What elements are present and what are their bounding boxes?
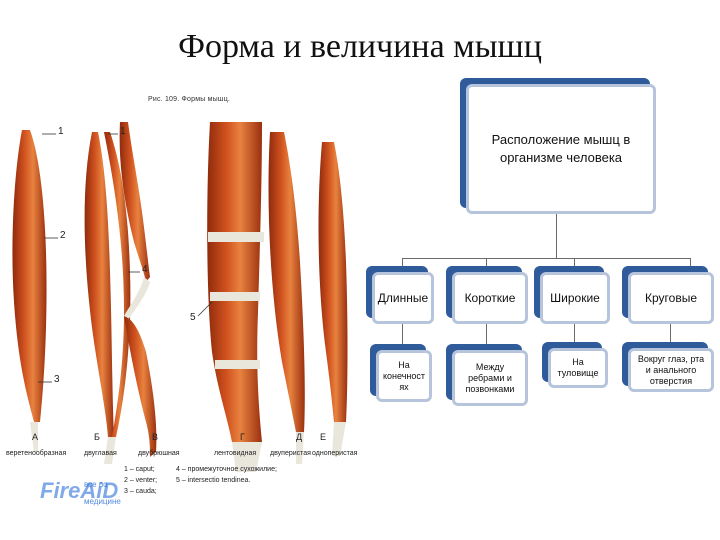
tendon-b [104, 437, 116, 464]
figure-caption: Рис. 109. Формы мышц. [148, 96, 231, 103]
tendon-e [332, 422, 346, 456]
connector-sub-4 [670, 324, 671, 344]
watermark-logo: FireAiD [40, 478, 119, 503]
category-box-broad: Широкие [540, 272, 610, 324]
letter-d: Д [296, 432, 303, 442]
intersection-3 [215, 360, 260, 369]
connector-to-cat-4 [690, 258, 691, 270]
detail-box-long: На конечност ях [376, 350, 432, 402]
legend-item-3: 3 – cauda; [124, 488, 157, 495]
category-label-long: Длинные [377, 291, 429, 305]
muscle-e-unipennate [318, 142, 348, 422]
shape-label-digastric: двубрюшная [138, 450, 180, 457]
label-number-5: 5 [190, 312, 196, 323]
connector-to-cat-3 [574, 258, 575, 270]
detail-label-circular: Вокруг глаз, рта и анального отверстия [637, 353, 705, 386]
label-number-3: 3 [54, 374, 60, 385]
muscle-d-bipennate [268, 132, 305, 432]
detail-label-short: Между ребрами и позвонками [465, 361, 515, 394]
muscle-c-digastric-upper [119, 122, 150, 282]
letter-g: Г [240, 432, 245, 442]
shape-label-fusiform: веретенообразная [6, 450, 67, 457]
legend-item-2: 2 – venter; [124, 477, 158, 484]
detail-box-short: Между ребрами и позвонками [452, 350, 528, 406]
intersection-2 [210, 292, 260, 301]
detail-label-broad: На туловище [557, 357, 599, 378]
connector-root-down [556, 214, 557, 258]
tendon-d [296, 432, 304, 464]
label-number-1b: 1 [120, 126, 126, 137]
category-label-short: Короткие [464, 291, 516, 305]
letter-a: А [32, 432, 39, 442]
muscle-g-strap [207, 122, 262, 442]
legend-item-1: 1 – caput; [124, 466, 155, 473]
legend-item-5: 5 – intersectio tendinea. [176, 477, 251, 484]
shape-label-bipennate: двуперистая [270, 450, 311, 457]
shape-label-unipennate: одноперистая [312, 450, 358, 457]
category-box-circular: Круговые [628, 272, 714, 324]
legend-item-4: 4 – промежуточное сухожилие; [176, 466, 277, 473]
watermark-line-2: медицине [84, 497, 121, 506]
muscle-a-fusiform [12, 130, 47, 422]
connector-sub-1 [402, 324, 403, 346]
diagram-root-box: Расположение мышц в организме человека [466, 84, 656, 214]
label-number-1a: 1 [58, 126, 64, 137]
watermark-line-1: все по [84, 480, 108, 489]
shape-label-biceps: двуглавая [84, 450, 117, 457]
letter-e: Е [320, 432, 327, 442]
tendon-g [232, 442, 262, 472]
letter-b: Б [94, 432, 100, 442]
tendon-a [30, 422, 38, 452]
category-box-short: Короткие [452, 272, 528, 324]
label-number-4: 4 [142, 264, 148, 275]
connector-to-cat-2 [486, 258, 487, 270]
letter-c: В [152, 432, 159, 442]
tendon-c [124, 277, 150, 320]
muscle-drawings [12, 122, 348, 472]
category-box-long: Длинные [372, 272, 434, 324]
connector-sub-2 [486, 324, 487, 346]
detail-label-long: На конечност ях [383, 359, 426, 392]
muscle-c-digastric-lower [124, 316, 157, 457]
connector-horizontal [402, 258, 690, 259]
muscle-b-biceps-1 [84, 132, 114, 437]
category-label-circular: Круговые [645, 291, 697, 305]
muscle-forms-illustration: Рис. 109. Формы мышц. 1 1 2 3 4 5 А Б В … [0, 92, 360, 512]
detail-box-broad: На туловище [548, 348, 608, 388]
muscle-b-biceps-2 [104, 132, 131, 437]
connector-sub-3 [574, 324, 575, 344]
category-label-broad: Широкие [550, 291, 600, 305]
diagram-root-label: Расположение мышц в организме человека [491, 132, 631, 165]
slide-title: Форма и величина мышц [178, 28, 542, 65]
shape-label-strap: лентовидная [214, 450, 257, 457]
label-number-2: 2 [60, 230, 66, 241]
intersection-1 [208, 232, 264, 242]
connector-to-cat-1 [402, 258, 403, 270]
detail-box-circular: Вокруг глаз, рта и анального отверстия [628, 348, 714, 392]
